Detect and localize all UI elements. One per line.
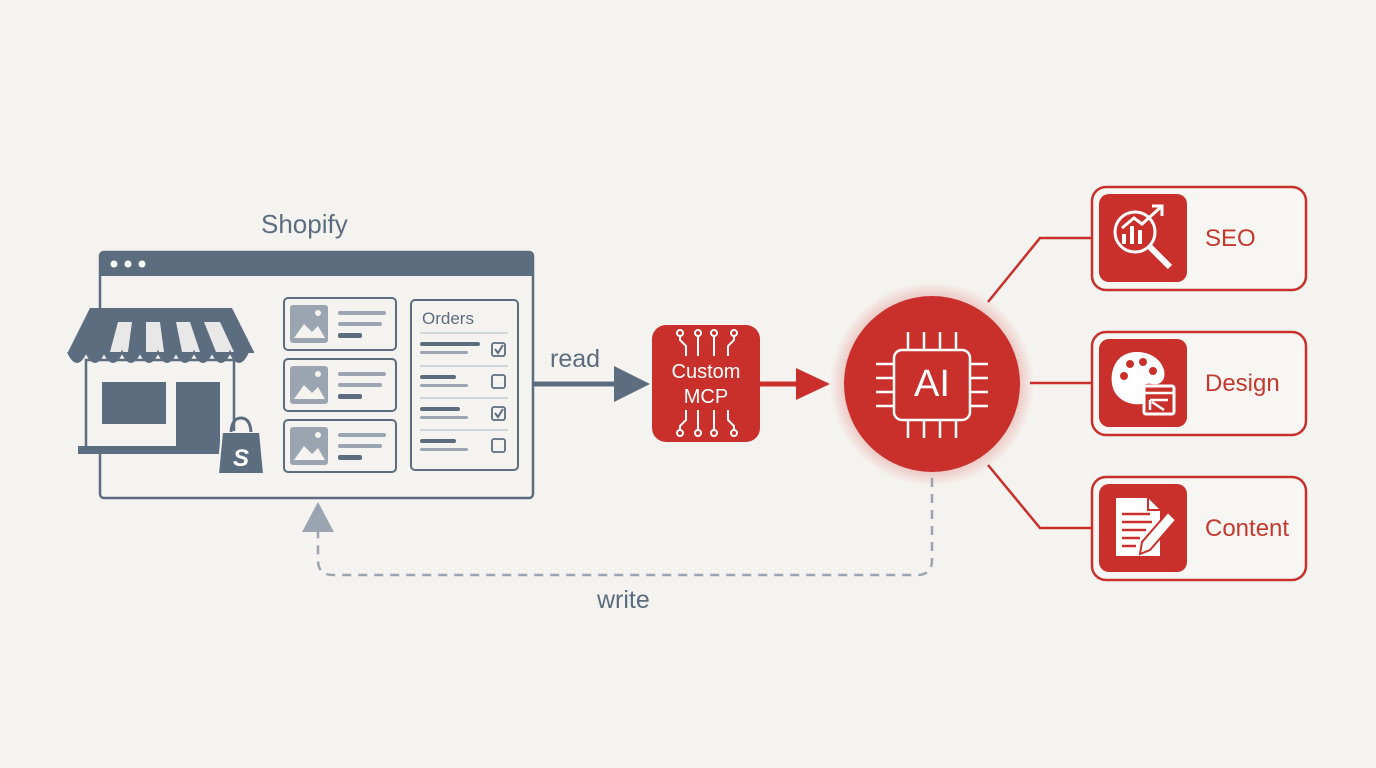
image-icon: [294, 446, 325, 460]
ai-label: AI: [914, 363, 950, 405]
shopify-bag-letter: S: [233, 445, 249, 472]
circuit-icon: [676, 329, 738, 437]
output-card-seo: [1090, 185, 1308, 292]
window-dots-icon: [110, 260, 146, 268]
shopify-title: Shopify: [261, 209, 348, 239]
write-edge-label: write: [597, 586, 650, 614]
order-checkbox: [491, 374, 506, 389]
output-label-design: Design: [1205, 370, 1280, 397]
order-checkbox: [491, 438, 506, 453]
output-label-content: Content: [1205, 515, 1290, 542]
output-card-content: [1090, 475, 1308, 582]
read-arrow: [533, 366, 650, 402]
order-checkbox-checked: [491, 406, 506, 421]
write-arrow: [302, 478, 934, 577]
product-card: [283, 419, 397, 473]
custom-mcp-line2: MCP: [683, 386, 729, 408]
order-checkbox-checked: [491, 342, 506, 357]
palette-icon: [1111, 352, 1176, 416]
shopify-bag-icon: S: [216, 416, 266, 475]
seo-analytics-icon: [1113, 204, 1173, 270]
image-icon: [294, 324, 325, 338]
custom-mcp-block: [652, 325, 760, 442]
custom-mcp-label: Custom MCP: [652, 360, 760, 410]
mcp-to-ai-arrow: [760, 368, 830, 400]
custom-mcp-line1: Custom: [671, 361, 741, 383]
document-edit-icon: [1116, 498, 1178, 556]
branch-connectors: [987, 236, 1092, 530]
product-card: [283, 358, 397, 412]
orders-panel: [410, 299, 519, 471]
storefront-icon: [67, 308, 254, 454]
product-card: [283, 297, 397, 351]
chip-icon: [876, 332, 988, 438]
output-label-seo: SEO: [1205, 225, 1256, 252]
read-edge-label: read: [550, 345, 601, 373]
ai-node: [830, 282, 1034, 486]
image-icon: [294, 385, 325, 399]
output-card-design: [1090, 330, 1308, 437]
orders-panel-title: Orders: [422, 309, 474, 328]
